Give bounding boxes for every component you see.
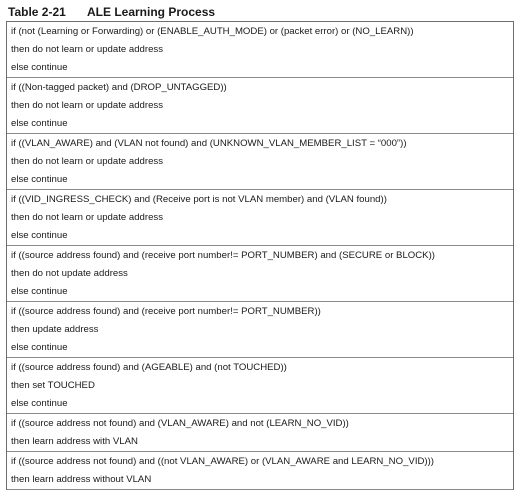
action-line: then update address <box>11 324 99 335</box>
action-line: then set TOUCHED <box>11 380 95 391</box>
condition-line: if ((Non-tagged packet) and (DROP_UNTAGG… <box>11 82 227 93</box>
condition-line: if ((source address not found) and ((not… <box>11 456 434 467</box>
action-line: then do not learn or update address <box>11 212 164 223</box>
table-row: if ((source address not found) and ((not… <box>7 452 513 490</box>
table-row: if (not (Learning or Forwarding) or (ENA… <box>7 22 513 78</box>
table-caption: Table 2-21 ALE Learning Process <box>8 3 215 21</box>
table-number: Table 2-21 <box>8 5 66 19</box>
ale-learning-table: if (not (Learning or Forwarding) or (ENA… <box>6 21 514 490</box>
table-row: if ((source address found) and (receive … <box>7 302 513 358</box>
action-line: then do not learn or update address <box>11 100 164 111</box>
else-line: else continue <box>11 230 68 241</box>
action-line: then learn address without VLAN <box>11 474 152 485</box>
else-line: else continue <box>11 398 68 409</box>
else-line: else continue <box>11 286 68 297</box>
else-line: else continue <box>11 342 68 353</box>
action-line: then do not update address <box>11 268 128 279</box>
table-row: if ((Non-tagged packet) and (DROP_UNTAGG… <box>7 78 513 134</box>
else-line: else continue <box>11 118 68 129</box>
table-row: if ((VLAN_AWARE) and (VLAN not found) an… <box>7 134 513 190</box>
condition-line: if ((source address found) and (receive … <box>11 306 321 317</box>
condition-line: if ((source address found) and (AGEABLE)… <box>11 362 287 373</box>
action-line: then do not learn or update address <box>11 44 164 55</box>
action-line: then do not learn or update address <box>11 156 164 167</box>
table-row: if ((VID_INGRESS_CHECK) and (Receive por… <box>7 190 513 246</box>
table-title: ALE Learning Process <box>87 5 216 19</box>
table-row: if ((source address not found) and (VLAN… <box>7 414 513 452</box>
condition-line: if ((source address found) and (receive … <box>11 250 435 261</box>
condition-line: if ((VLAN_AWARE) and (VLAN not found) an… <box>11 138 407 149</box>
action-line: then learn address with VLAN <box>11 436 138 447</box>
else-line: else continue <box>11 62 68 73</box>
else-line: else continue <box>11 174 68 185</box>
table-row: if ((source address found) and (receive … <box>7 246 513 302</box>
condition-line: if ((VID_INGRESS_CHECK) and (Receive por… <box>11 194 387 205</box>
condition-line: if ((source address not found) and (VLAN… <box>11 418 349 429</box>
table-row: if ((source address found) and (AGEABLE)… <box>7 358 513 414</box>
condition-line: if (not (Learning or Forwarding) or (ENA… <box>11 26 414 37</box>
